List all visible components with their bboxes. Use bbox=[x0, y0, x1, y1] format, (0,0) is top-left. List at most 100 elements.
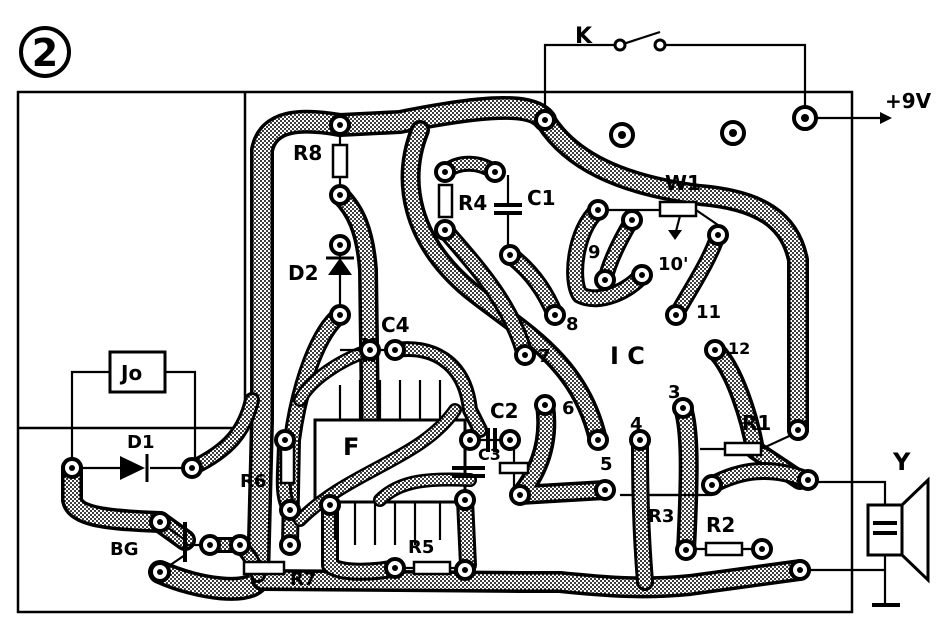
pad-hole bbox=[595, 437, 601, 443]
pad-hole bbox=[602, 277, 608, 283]
pad-hole bbox=[595, 207, 601, 213]
label-bg: BG bbox=[110, 539, 139, 560]
label-switch-k: K bbox=[575, 24, 593, 49]
component-labels: K +9V R8 D2 R4 C1 W1 9 10' 11 8 C4 7 I C… bbox=[110, 24, 932, 590]
pad-hole bbox=[157, 569, 163, 575]
pad-hole bbox=[715, 232, 721, 238]
pad-hole bbox=[797, 567, 803, 573]
pad-hole bbox=[207, 542, 213, 548]
pad-hole bbox=[673, 312, 679, 318]
pad-hole bbox=[392, 347, 398, 353]
label-r4: R4 bbox=[458, 191, 487, 215]
label-w1: W1 bbox=[665, 171, 701, 195]
switch-k bbox=[613, 38, 667, 52]
pad-hole bbox=[683, 547, 689, 553]
pad-hole bbox=[462, 567, 468, 573]
label-pin-5: 5 bbox=[600, 454, 613, 475]
pad-hole bbox=[337, 122, 343, 128]
pad-hole bbox=[337, 242, 343, 248]
label-r6: R6 bbox=[240, 471, 266, 492]
mounting-holes bbox=[609, 105, 818, 148]
resistor-r2 bbox=[704, 541, 744, 557]
resistor-r1 bbox=[723, 441, 763, 457]
pad-hole bbox=[507, 252, 513, 258]
label-pin-6: 6 bbox=[562, 398, 575, 419]
pad-hole bbox=[189, 465, 195, 471]
pad-hole bbox=[680, 405, 686, 411]
label-pin-8: 8 bbox=[566, 314, 579, 335]
pad-hole bbox=[462, 497, 468, 503]
pad-hole bbox=[542, 402, 548, 408]
components bbox=[108, 38, 930, 584]
pad-hole bbox=[237, 542, 243, 548]
board-outline bbox=[16, 90, 854, 614]
label-d1: D1 bbox=[127, 432, 154, 453]
pad-hole bbox=[542, 117, 548, 123]
label-r8: R8 bbox=[293, 141, 322, 165]
resistor-r8 bbox=[331, 143, 349, 179]
component-jo bbox=[108, 350, 167, 394]
capacitor-c1 bbox=[494, 175, 522, 245]
potentiometer-w1 bbox=[598, 200, 719, 240]
capacitor-c3 bbox=[452, 450, 530, 490]
pad-hole bbox=[507, 437, 513, 443]
pad-hole bbox=[492, 169, 498, 175]
pad-hole bbox=[709, 482, 715, 488]
pad-hole bbox=[602, 487, 608, 493]
pad-hole bbox=[639, 272, 645, 278]
label-pin-11: 11 bbox=[696, 302, 721, 323]
pad-hole bbox=[69, 465, 75, 471]
diode-d1 bbox=[120, 454, 149, 482]
pad-hole bbox=[327, 502, 333, 508]
pad-hole bbox=[337, 312, 343, 318]
pad-hole bbox=[337, 192, 343, 198]
label-r5: R5 bbox=[408, 537, 434, 558]
pad-hole bbox=[157, 519, 163, 525]
pad-hole bbox=[442, 169, 448, 175]
pad-hole bbox=[805, 477, 811, 483]
pad-hole bbox=[712, 347, 718, 353]
label-r1: R1 bbox=[742, 411, 771, 435]
label-pin-10: 10' bbox=[658, 254, 689, 275]
pad-hole bbox=[287, 507, 293, 513]
pad-hole bbox=[367, 347, 373, 353]
label-ic: I C bbox=[610, 342, 645, 370]
speaker-y bbox=[866, 476, 930, 584]
pad-hole bbox=[629, 217, 635, 223]
pad-hole bbox=[637, 437, 643, 443]
label-pin-9: 9 bbox=[588, 242, 601, 263]
solder-pads bbox=[61, 109, 819, 583]
label-pin-7: 7 bbox=[538, 346, 551, 367]
label-d2: D2 bbox=[288, 261, 319, 285]
label-r7: R7 bbox=[290, 569, 316, 590]
label-c2: C2 bbox=[490, 399, 519, 423]
pad-hole bbox=[795, 427, 801, 433]
label-y: Y bbox=[892, 448, 911, 476]
label-supply: +9V bbox=[885, 89, 932, 113]
figure-number: 2 bbox=[32, 31, 58, 75]
pad-hole bbox=[522, 352, 528, 358]
label-c1: C1 bbox=[527, 186, 556, 210]
resistor-r5 bbox=[412, 560, 452, 576]
label-c3: C3 bbox=[478, 445, 501, 464]
label-c4: C4 bbox=[381, 313, 410, 337]
pad-hole bbox=[442, 227, 448, 233]
figure-number-badge: 2 bbox=[19, 26, 71, 78]
pad-hole bbox=[282, 437, 288, 443]
label-pin-12: 12 bbox=[728, 339, 750, 358]
resistor-r7 bbox=[242, 560, 286, 576]
pad-hole bbox=[759, 546, 765, 552]
pad-hole bbox=[517, 492, 523, 498]
label-f: F bbox=[343, 433, 359, 461]
label-r3: R3 bbox=[648, 506, 674, 527]
label-r2: R2 bbox=[706, 513, 735, 537]
label-pin-4: 4 bbox=[630, 414, 643, 435]
pad-hole bbox=[287, 542, 293, 548]
resistor-r4 bbox=[437, 183, 454, 219]
pad-hole bbox=[467, 437, 473, 443]
pad-hole bbox=[392, 565, 398, 571]
pad-hole bbox=[552, 312, 558, 318]
label-pin-3: 3 bbox=[668, 382, 681, 403]
label-jo: Jo bbox=[119, 361, 142, 385]
